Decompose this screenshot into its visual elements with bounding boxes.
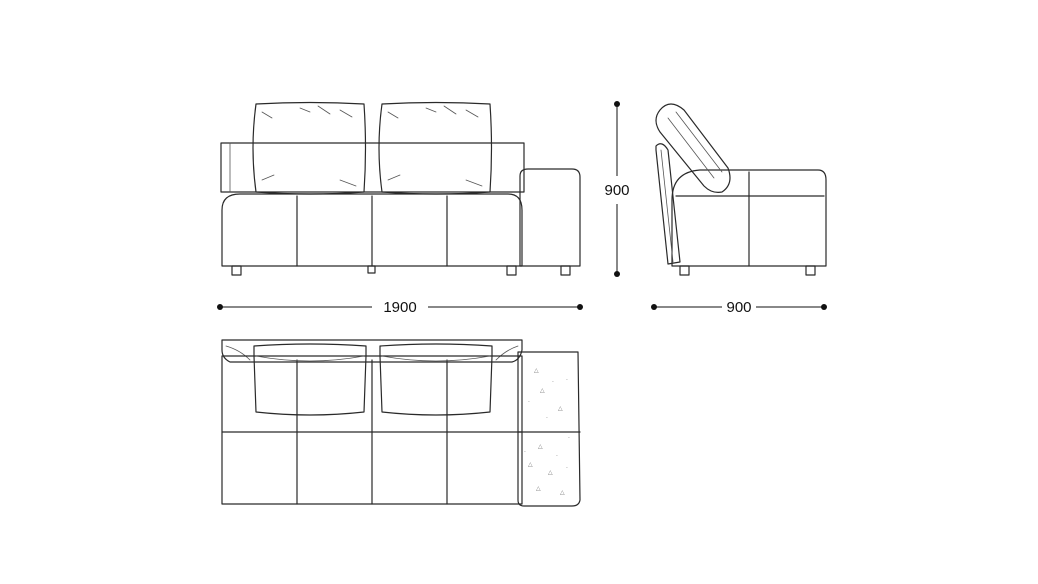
front-armrest xyxy=(519,168,581,267)
top-pillow-right xyxy=(379,343,493,416)
side-backrest xyxy=(655,143,681,265)
top-armrest xyxy=(517,351,581,507)
svg-text:△: △ xyxy=(540,387,545,394)
svg-text:△: △ xyxy=(534,367,539,374)
width-dimension: 1900 xyxy=(217,299,583,316)
svg-text:△: △ xyxy=(560,489,565,496)
height-dimension-label: 900 xyxy=(604,182,629,199)
svg-text:·: · xyxy=(524,449,526,456)
top-pillow-left xyxy=(253,343,367,416)
width-dimension-label: 1900 xyxy=(383,299,416,316)
svg-text:△: △ xyxy=(538,443,543,450)
top-view: △ · △ · · △ · △ · △ △ · △ △ · · xyxy=(221,339,581,507)
depth-dimension-label: 900 xyxy=(726,299,751,316)
svg-text:△: △ xyxy=(536,485,541,492)
front-leg xyxy=(367,265,376,274)
side-leg xyxy=(679,265,690,276)
front-view xyxy=(220,101,581,276)
side-pillow xyxy=(655,103,731,193)
depth-dimension: 900 xyxy=(651,299,827,316)
svg-text:·: · xyxy=(552,379,554,386)
svg-text:·: · xyxy=(546,415,548,422)
armrest-fabric-texture: △ · △ · · △ · △ · △ △ · △ △ · · xyxy=(524,367,570,496)
front-leg xyxy=(560,265,571,276)
svg-text:·: · xyxy=(556,453,558,460)
height-dimension: 900 xyxy=(604,101,630,277)
svg-text:·: · xyxy=(566,377,568,384)
top-backrest xyxy=(221,339,523,363)
side-leg xyxy=(805,265,816,276)
side-seat xyxy=(671,169,827,267)
svg-text:△: △ xyxy=(558,405,563,412)
front-pillow-left xyxy=(252,101,367,195)
svg-text:·: · xyxy=(568,435,570,442)
svg-text:△: △ xyxy=(528,461,533,468)
front-backrest xyxy=(220,142,525,193)
svg-text:·: · xyxy=(528,399,530,406)
front-leg xyxy=(506,265,517,276)
front-pillow-right xyxy=(378,101,493,195)
svg-text:·: · xyxy=(566,465,568,472)
svg-text:△: △ xyxy=(548,469,553,476)
top-seat xyxy=(221,355,523,505)
front-seat xyxy=(221,193,523,267)
side-view xyxy=(655,103,827,276)
front-leg xyxy=(231,265,242,276)
